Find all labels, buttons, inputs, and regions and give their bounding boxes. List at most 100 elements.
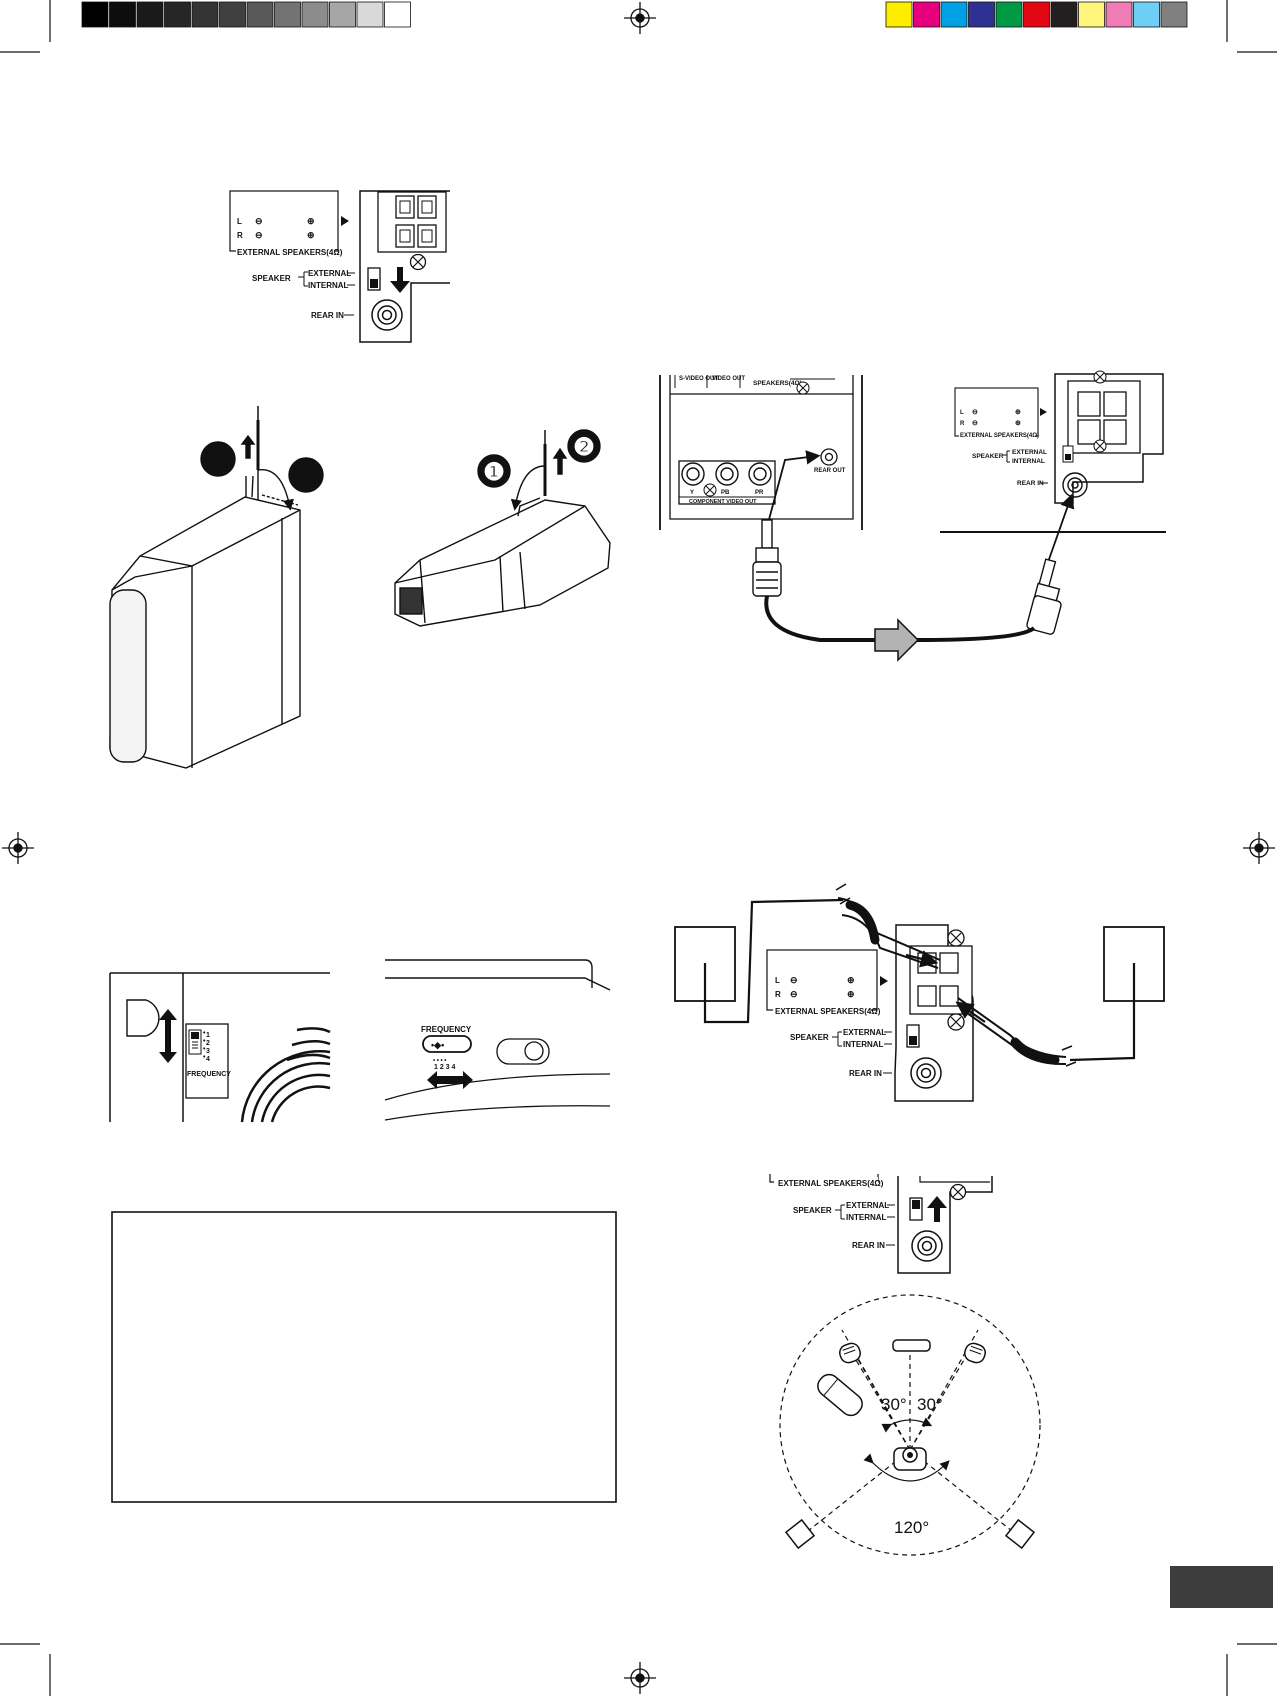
speakers-label: SPEAKERS(4Ω) [753,380,802,387]
switch-internal-label: INTERNAL [846,1213,887,1222]
component-video-label: COMPONENT VIDEO OUT [689,499,757,505]
calibration-swatch [301,1,329,28]
arrow-updown-icon [159,1009,177,1063]
center-speaker [892,1339,931,1352]
video-out-label: VIDEO OUT [712,376,745,382]
terminal-r-label: R [237,231,243,240]
rear-in-jack [910,1057,942,1089]
calibration-swatch [136,1,164,28]
listener-icon [893,1447,927,1471]
calibration-swatch [246,1,274,28]
rear-in-jack [371,299,403,331]
panel-outline [897,1176,993,1274]
calibration-swatch [940,1,968,28]
arrow-right-icon [341,216,349,226]
calibration-swatch [164,1,191,28]
speaker-label: SPEAKER [972,453,1004,460]
arrow-to-rear-out-icon [766,450,821,528]
plug-right [1026,558,1062,635]
terminals-label: EXTERNAL SPEAKERS(4Ω) [960,433,1039,439]
calibration-swatch [968,1,995,28]
left-speaker-wire [835,883,941,969]
calibration-swatch [913,1,940,28]
rear-in-jack [911,1230,943,1262]
arrow-up-icon [552,447,568,475]
frequency-label: FREQUENCY [421,1025,472,1034]
calibration-swatch [1078,1,1105,28]
calibration-swatch [885,1,913,28]
step-2-label: ❷ [573,434,595,461]
jack-pb-label: PB [721,490,730,496]
svg-text:• • • •: • • • • [433,1058,446,1064]
minus-icon: ⊖ [255,216,263,226]
calibration-swatch [995,1,1023,28]
terminal-l-label: L [775,976,780,985]
minus-icon: ⊖ [790,975,798,985]
switch-external-label: EXTERNAL [308,269,351,278]
subwoofer [817,1373,863,1417]
switch-internal-label: INTERNAL [308,281,349,290]
registration-mark-right [1243,832,1275,864]
calibration-swatch [356,1,384,28]
rear-out-label: REAR OUT [814,468,846,474]
fig-speaker-switch-internal: EXTERNAL SPEAKERS(4Ω) SPEAKER EXTERNAL I… [769,1174,993,1274]
fig-speaker-switch-external: L R ⊖ ⊖ ⊕ ⊕ EXTERNAL SPEAKERS(4Ω) SPEAKE… [229,190,450,343]
front-right-speaker [964,1342,986,1364]
svg-text:•: • [203,1030,206,1037]
plus-icon: ⊕ [1015,409,1021,416]
step-1-marker [200,441,236,477]
speaker-label: SPEAKER [793,1206,832,1215]
jack-pb [715,462,739,486]
terminals-label: EXTERNAL SPEAKERS(4Ω) [778,1179,884,1188]
plus-icon: ⊕ [847,989,855,999]
svideo-out-label: S-VIDEO OUT [679,376,718,382]
grayscale-calibration-bar [81,1,411,28]
jack-y [681,462,705,486]
angle-rear-label: 120° [894,1518,929,1537]
registration-mark-top [624,2,656,34]
arrow-curve-icon [257,469,294,511]
direction-arrow-icon [874,618,920,662]
page-tab [1170,1566,1273,1608]
terminals-label: EXTERNAL SPEAKERS(4Ω) [775,1007,881,1016]
frequency-slider [422,1035,472,1053]
calibration-swatch [1105,1,1133,28]
switch-internal-label: INTERNAL [1012,458,1045,465]
rear-right-speaker [1004,1518,1036,1550]
speaker-terminal-block [377,191,447,253]
color-calibration-bar [885,1,1188,28]
rear-left-speaker [784,1518,816,1550]
arrow-up-icon [240,434,256,459]
plus-icon: ⊕ [1015,420,1021,427]
rear-in-label: REAR IN [1017,480,1044,487]
angle-left-label: 30° [881,1395,907,1414]
arrow-down-icon [390,267,410,293]
rear-in-jack [1062,472,1088,498]
svg-text:•◆•: •◆• [431,1040,444,1050]
arrow-leftright-icon [427,1071,473,1089]
terminals-label: EXTERNAL SPEAKERS(4Ω) [237,248,343,257]
switch-internal-label: INTERNAL [843,1040,884,1049]
calibration-swatch [109,1,136,28]
arrow-up-icon [927,1196,947,1222]
step-1-label: ❶ [483,459,505,486]
terminal-r-label: R [960,421,965,427]
arrow-right-icon [1040,408,1047,416]
frequency-label: FREQUENCY [187,1071,231,1078]
rear-in-label: REAR IN [852,1241,885,1250]
minus-icon: ⊖ [972,420,978,427]
arrow-left-wire-icon [905,950,939,968]
angle-right-label: 30° [917,1395,943,1414]
fig-frequency-switch-front-unit: FREQUENCY •◆• • • • • 1 2 3 4 [384,959,611,1121]
minus-icon: ⊖ [790,989,798,999]
connection-cable [764,595,1036,642]
subwoofer-port [109,589,147,763]
subwoofer-driver [240,1027,331,1123]
position-3: 3 [206,1048,210,1055]
fig-rear-out-connection: S-VIDEO OUT VIDEO OUT SPEAKERS(4Ω) Y PB … [659,370,1166,662]
rear-in-label: REAR IN [849,1069,882,1078]
step-2-marker [567,429,601,463]
speaker-label: SPEAKER [252,274,291,283]
